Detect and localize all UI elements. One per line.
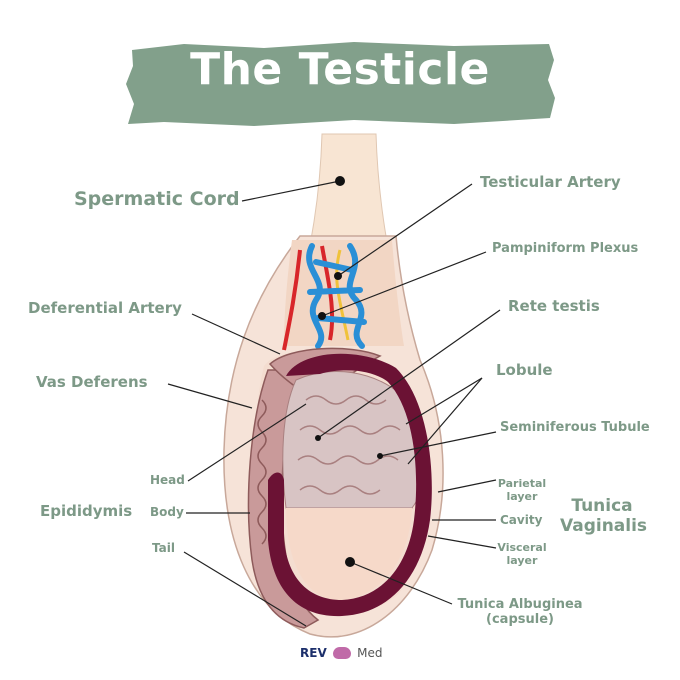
leader-testicular-artery	[337, 183, 473, 277]
testicular-artery-vessel	[320, 245, 335, 341]
label-tunica-albuginea: Tunica Albuginea (capsule)	[457, 597, 583, 627]
logo-med: Med	[357, 646, 383, 660]
revmed-logo: REV Med	[300, 646, 382, 660]
label-rete-testis: Rete testis	[508, 297, 600, 315]
leader-lines	[167, 180, 501, 627]
leader-seminiferous	[379, 431, 497, 457]
title-banner	[126, 42, 555, 126]
label-parietal-layer: Parietal layer	[497, 477, 547, 503]
label-deferential-artery: Deferential Artery	[28, 299, 182, 317]
label-lobule: Lobule	[496, 361, 553, 379]
label-tunica-vaginalis: Tunica Vaginalis	[560, 496, 648, 536]
brain-icon	[332, 647, 351, 659]
label-head: Head	[150, 473, 185, 487]
leader-albuginea	[349, 561, 453, 605]
page-title: The Testicle	[190, 44, 490, 95]
label-vas-deferens: Vas Deferens	[36, 373, 148, 391]
label-pampiniform-plexus: Pampiniform Plexus	[492, 241, 639, 256]
label-body: Body	[150, 505, 184, 519]
leader-rete-testis	[317, 309, 501, 439]
deferential-artery-vessel	[282, 249, 302, 351]
leader-vas-deferens	[167, 383, 253, 409]
label-spermatic-cord: Spermatic Cord	[74, 188, 240, 210]
leader-deferential-artery	[191, 313, 281, 355]
label-testicular-artery: Testicular Artery	[480, 173, 621, 191]
label-visceral-layer: Visceral layer	[497, 541, 547, 567]
label-epididymis: Epididymis	[40, 502, 133, 520]
leader-visceral	[427, 535, 497, 549]
label-cavity: Cavity	[500, 513, 543, 527]
logo-rev: REV	[300, 646, 327, 660]
leader-spermatic-cord	[241, 180, 341, 202]
leader-lobule-2	[407, 377, 483, 465]
label-tail: Tail	[152, 541, 175, 555]
leader-parietal	[437, 479, 497, 493]
leader-head	[187, 403, 307, 482]
pampiniform-plexus-vessel	[306, 243, 367, 349]
leader-lobule-1	[405, 377, 483, 425]
leader-tail	[183, 551, 307, 627]
tunica-albuginea-shape	[268, 353, 432, 617]
leader-pampiniform	[321, 251, 487, 317]
label-seminiferous-tubule: Seminiferous Tubule	[500, 420, 650, 435]
